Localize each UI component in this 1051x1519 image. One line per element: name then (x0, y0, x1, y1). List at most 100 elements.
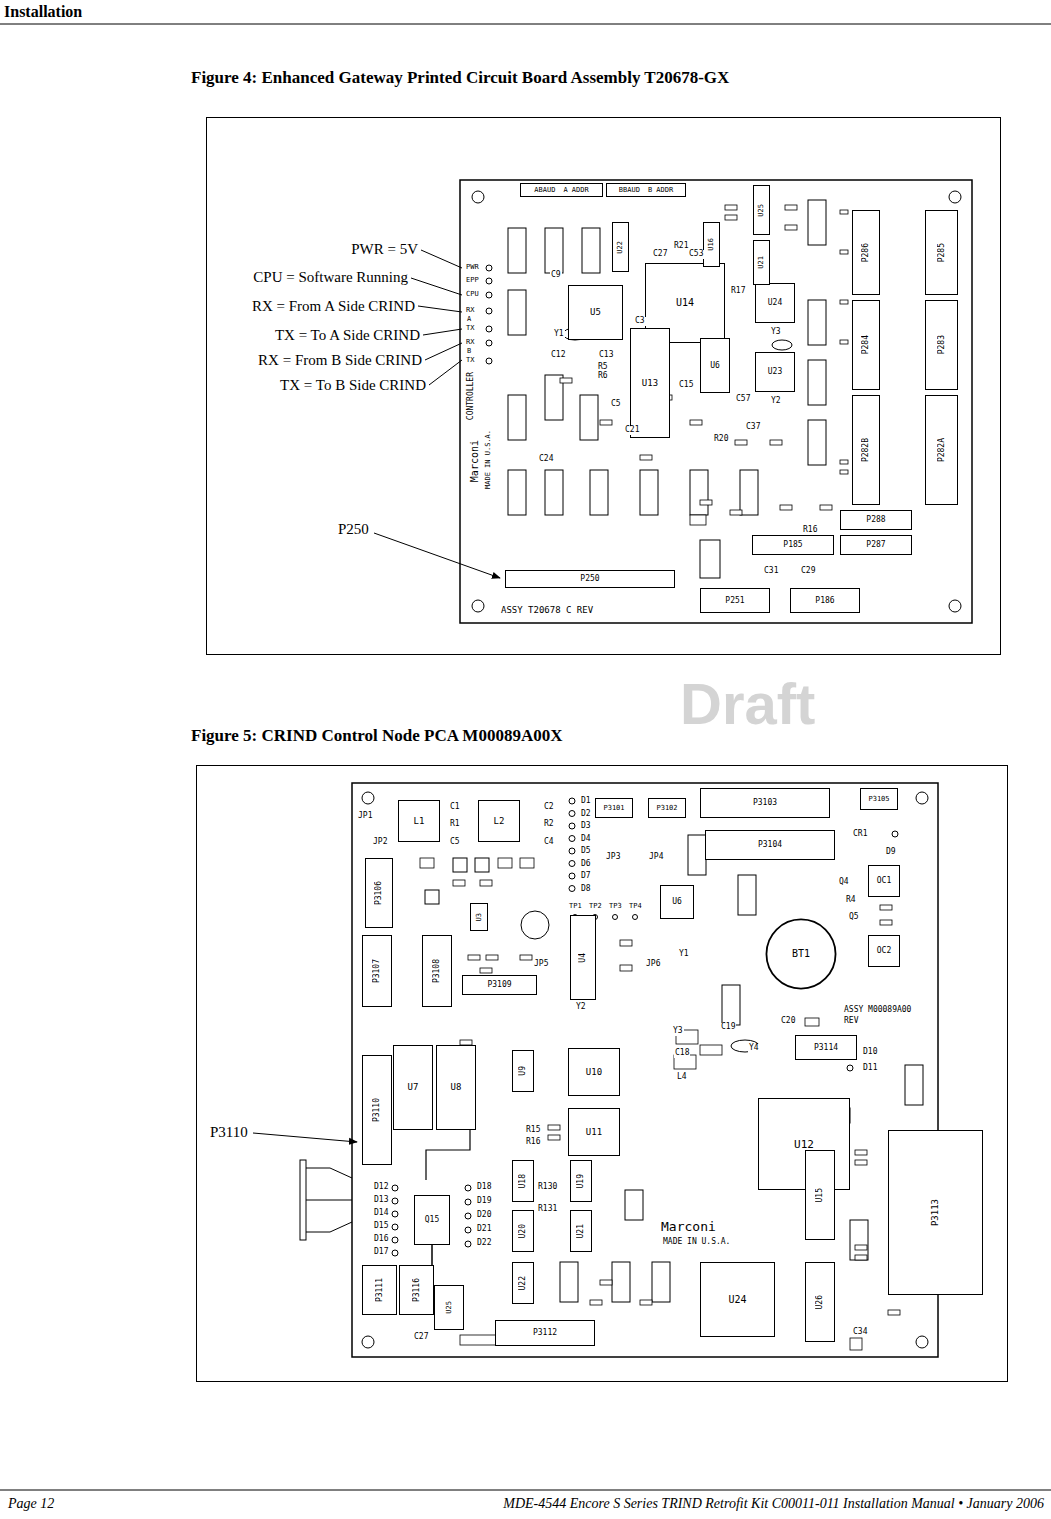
leader-line (423, 329, 462, 335)
component-label: R1 (449, 820, 461, 829)
part-name: U21 (577, 1224, 585, 1238)
part-name: U26 (816, 1295, 824, 1309)
test-point (613, 915, 618, 920)
small-part (840, 300, 848, 304)
part-name: U16 (708, 238, 715, 251)
part-name: P3104 (758, 841, 782, 849)
component-box: U10 (568, 1048, 620, 1096)
component-box: ABAUDA ADDR (520, 183, 603, 197)
dip-chip (545, 470, 563, 515)
small-part (840, 210, 848, 214)
small-part (820, 505, 832, 510)
dip-chip (722, 985, 740, 1025)
text-group: P3111 (376, 1278, 384, 1302)
component-box: U25 (434, 1285, 464, 1330)
test-point (633, 915, 638, 920)
mounting-hole (916, 792, 928, 804)
leader-arrow (253, 1133, 357, 1142)
component-box: P250 (505, 570, 675, 588)
small-part (840, 460, 848, 464)
text-group: P185 (783, 541, 802, 549)
led (569, 848, 575, 854)
small-part (840, 250, 848, 254)
part-name: U3 (476, 913, 483, 921)
small-part (520, 858, 534, 868)
component-label: Y2 (770, 397, 782, 406)
text-group: L2 (494, 817, 505, 826)
part-name: U24 (768, 299, 782, 307)
part-name: U18 (519, 1174, 527, 1188)
component-box: P3111 (362, 1265, 397, 1315)
component-label: C29 (800, 567, 816, 576)
component-label: D19 (476, 1197, 492, 1206)
part-name: U21 (758, 256, 765, 269)
leader-line (429, 360, 462, 385)
component-label: D16 (373, 1235, 389, 1244)
part-name: U24 (728, 1295, 746, 1305)
inductor-coil (521, 911, 549, 939)
text-group: Q15 (425, 1216, 439, 1224)
component-label: R5 (597, 363, 609, 372)
dip-chip (560, 1262, 578, 1302)
component-label: CR1 (852, 830, 868, 839)
part-name: U8 (451, 1083, 462, 1092)
component-box: P286 (852, 210, 880, 295)
led (465, 1199, 471, 1205)
text-group: P285 (938, 243, 946, 262)
part-name: P3111 (376, 1278, 384, 1302)
component-box: U13 (630, 328, 670, 438)
component-label: R6 (597, 372, 609, 381)
component-box: U9 (512, 1050, 534, 1092)
dip-chip (508, 228, 526, 273)
part-name: OC2 (877, 947, 891, 955)
component-label: JP3 (605, 853, 621, 862)
figure-frame: Figure 5: CRIND Control Node PCA M00089A… (196, 765, 1008, 1382)
text-group: P3107 (373, 959, 381, 983)
small-part (785, 225, 797, 230)
component-label: L4 (676, 1073, 688, 1082)
text-group: U26 (816, 1295, 824, 1309)
part-name: U6 (672, 898, 682, 906)
part-name: U10 (586, 1068, 602, 1077)
component-label: C18 (674, 1049, 690, 1058)
small-part (888, 1310, 900, 1315)
component-label: A (466, 316, 472, 324)
part-name: U11 (586, 1128, 602, 1137)
small-part (498, 858, 512, 868)
component-label: C2 (543, 803, 555, 812)
text-group: U6 (672, 898, 682, 906)
component-label: C5 (449, 838, 461, 847)
part-name: P3114 (814, 1044, 838, 1052)
component-label: C4 (543, 838, 555, 847)
callout-label: PWR = 5V (351, 241, 418, 258)
component-box: U16 (703, 222, 720, 267)
small-part (600, 1280, 612, 1285)
running-header: Installation (4, 3, 82, 21)
component-label: TP2 (588, 903, 603, 911)
component-box: U7 (393, 1045, 433, 1130)
component-box: L1 (398, 800, 440, 842)
part-name: U12 (794, 1139, 814, 1150)
part-name: P288 (866, 516, 885, 524)
small-part (880, 905, 892, 910)
battery-symbol: BT1 (765, 918, 837, 990)
text-group: U13 (642, 379, 658, 388)
component-label: R20 (713, 435, 729, 444)
component-label: D17 (373, 1248, 389, 1257)
component-label: JP4 (648, 853, 664, 862)
component-label: Y3 (672, 1027, 684, 1036)
component-label: D20 (476, 1211, 492, 1220)
part-name: P282A (938, 438, 946, 462)
led (392, 1250, 398, 1256)
component-label: C31 (763, 567, 779, 576)
bracket-arm (306, 1200, 352, 1201)
part-name: P3101 (603, 805, 624, 812)
component-box: P251 (700, 588, 770, 613)
part-name: P3113 (931, 1199, 940, 1226)
dip-chip (508, 290, 526, 335)
part-name: P3116 (413, 1278, 421, 1302)
text-group: P288 (866, 516, 885, 524)
dip-chip (582, 228, 600, 273)
text-group: U4 (579, 953, 587, 963)
callout-label: P3110 (210, 1124, 248, 1141)
